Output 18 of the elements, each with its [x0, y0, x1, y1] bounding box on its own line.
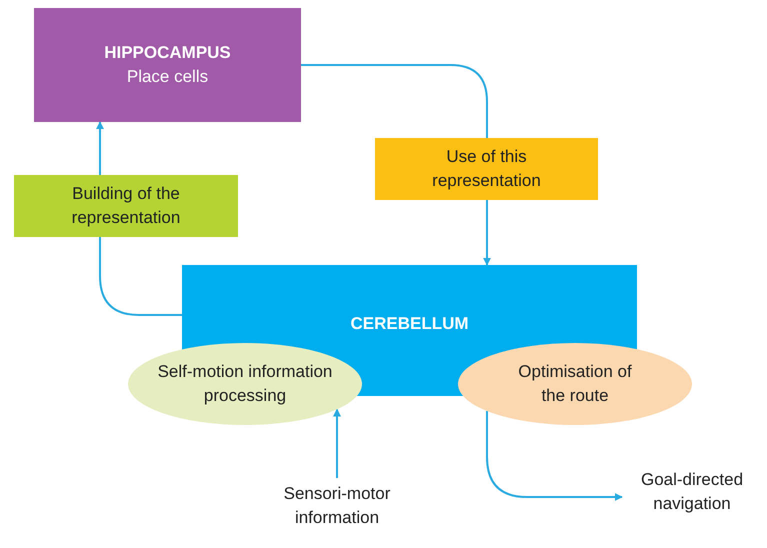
node-label: CEREBELLUM: [350, 312, 469, 335]
connector-line: [301, 64, 488, 138]
connector-line: [99, 237, 182, 316]
output-label: Goal-directed navigation: [640, 469, 744, 515]
arrow: [486, 411, 623, 501]
node-label: Self-motion information processing: [156, 361, 334, 407]
input-label: Sensori-motor information: [282, 483, 392, 529]
arrow: [483, 200, 491, 266]
heading: HIPPOCAMPUS: [104, 42, 231, 64]
node-label: Use of this representation: [431, 146, 542, 192]
process-box: [14, 175, 238, 237]
region-box: [34, 8, 301, 122]
arrow: [333, 408, 341, 478]
node-label: Building of the representation: [70, 183, 182, 229]
node-label: Optimisation of the route: [517, 361, 633, 407]
arrow: [96, 121, 104, 175]
process-box: [375, 138, 598, 200]
subheading: Place cells: [126, 66, 208, 88]
